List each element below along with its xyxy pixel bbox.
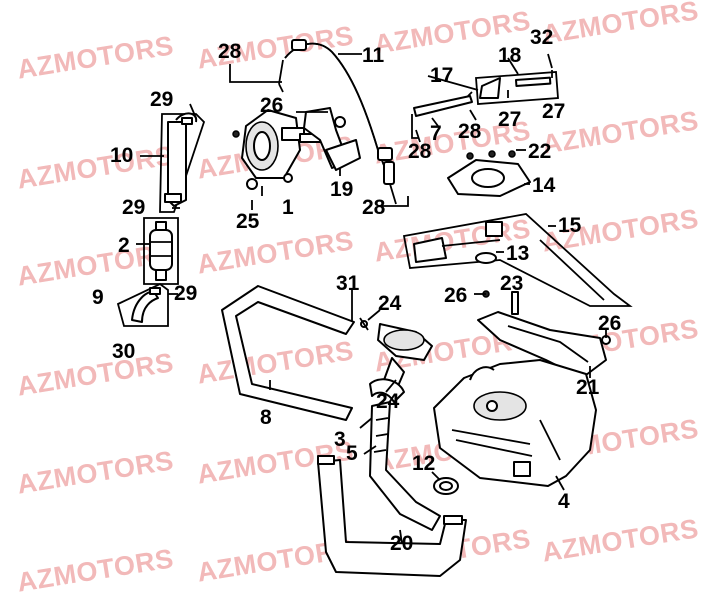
callout-28: 28	[458, 120, 482, 143]
fuel-filter-drawing	[143, 217, 179, 285]
callout-3: 3	[334, 428, 346, 451]
callout-28: 28	[362, 196, 386, 219]
callout-13: 13	[506, 242, 529, 265]
callout-26: 26	[444, 284, 467, 307]
callout-26: 26	[260, 94, 283, 117]
callout-24: 24	[378, 292, 402, 315]
callout-21: 21	[576, 376, 600, 399]
callout-10: 10	[110, 144, 133, 167]
callout-28: 28	[408, 140, 432, 163]
callout-4: 4	[558, 490, 570, 513]
callout-20: 20	[390, 532, 413, 555]
callout-30: 30	[112, 340, 135, 363]
filler-hose-drawing	[369, 401, 441, 531]
fuel-line-drawing	[278, 39, 397, 205]
callout-29: 29	[174, 282, 197, 305]
callout-5: 5	[346, 442, 358, 465]
callout-29: 29	[122, 196, 145, 219]
callout-32: 32	[530, 26, 553, 49]
strap-21-drawing	[477, 311, 607, 379]
level-sender-drawing	[402, 213, 633, 307]
callout-15: 15	[558, 214, 582, 237]
callout-9: 9	[92, 286, 104, 309]
callout-29: 29	[150, 88, 173, 111]
callout-2: 2	[118, 234, 130, 257]
callout-25: 25	[236, 210, 260, 233]
clamp-drawing	[433, 477, 459, 495]
callout-26: 26	[598, 312, 621, 335]
callout-27: 27	[542, 100, 565, 123]
gauge-plate-drawing	[447, 150, 531, 197]
callout-12: 12	[412, 452, 435, 475]
vent-hose-drawing	[411, 70, 559, 139]
callout-11: 11	[362, 44, 385, 67]
callout-17: 17	[430, 64, 453, 87]
callout-23: 23	[500, 272, 523, 295]
callout-22: 22	[528, 140, 551, 163]
callout-28: 28	[218, 40, 242, 63]
callout-18: 18	[498, 44, 522, 67]
fuel-tank-drawing	[433, 359, 597, 487]
filler-neck-drawing	[359, 317, 433, 403]
hose-10-drawing	[159, 112, 206, 213]
lower-cradle-drawing	[317, 455, 467, 577]
callout-27: 27	[498, 108, 521, 131]
bracket-drawing	[303, 107, 361, 171]
callout-7: 7	[430, 122, 442, 145]
callout-31: 31	[336, 272, 360, 295]
callout-24: 24	[376, 390, 400, 413]
tank-frame-drawing	[221, 285, 355, 421]
callout-1: 1	[282, 196, 294, 219]
callout-19: 19	[330, 178, 353, 201]
fuel-pump-drawing	[232, 109, 321, 190]
leader-lines	[136, 53, 607, 545]
callout-8: 8	[260, 406, 272, 429]
hose-30-drawing	[116, 282, 169, 327]
callout-14: 14	[532, 174, 556, 197]
callout-labels: 28 11 26 29 10 1 25 19 28 29 2 9 29 30 1…	[92, 26, 621, 555]
